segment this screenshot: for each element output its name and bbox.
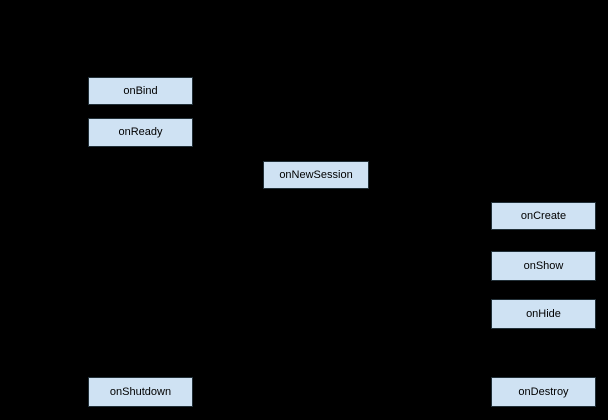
node-onnewsession: onNewSession <box>263 161 369 189</box>
node-oncreate: onCreate <box>491 202 596 230</box>
node-onready: onReady <box>88 118 193 147</box>
node-onhide: onHide <box>491 299 596 329</box>
node-onshutdown: onShutdown <box>88 377 193 407</box>
node-onshow: onShow <box>491 251 596 281</box>
node-ondestroy: onDestroy <box>491 377 596 407</box>
node-onbind: onBind <box>88 77 193 105</box>
